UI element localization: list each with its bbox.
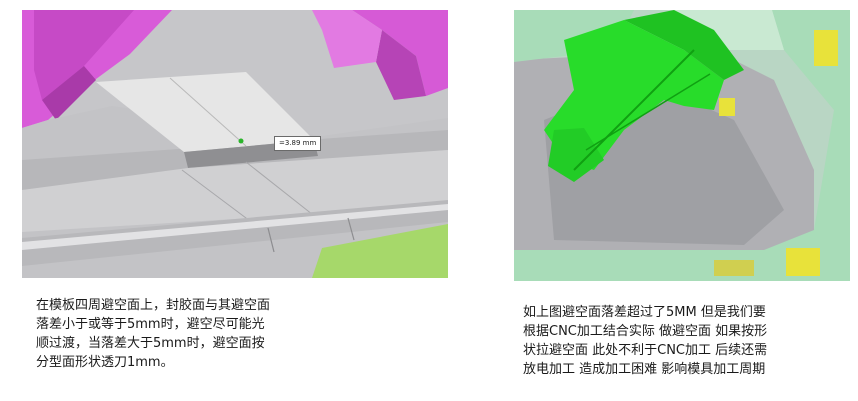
yellow-peg-bottom-left	[714, 260, 754, 276]
yellow-peg-top	[814, 30, 838, 66]
green-part-foot	[548, 128, 604, 182]
raised-block-top	[96, 72, 314, 152]
mint-frame-bottom	[514, 250, 814, 281]
magenta-block-face	[376, 30, 426, 100]
pipe-highlight	[22, 204, 448, 250]
cad-render-right	[514, 10, 850, 281]
caption-left-line: 在模板四周避空面上，封胶面与其避空面	[36, 298, 271, 313]
yellow-peg-center	[719, 98, 735, 116]
green-part-arm	[624, 10, 744, 80]
magenta-wall-shade	[34, 10, 134, 100]
caption-right-line: 放电加工 造成加工困难 影响模具加工周期	[523, 362, 766, 377]
cad-render-left	[22, 10, 448, 278]
measure-point	[238, 138, 244, 144]
green-part-body	[544, 20, 724, 170]
caption-left-line: 分型面形状透刀1mm。	[36, 355, 174, 370]
caption-right-line: 如上图避空面落差超过了5MM 但是我们要	[523, 305, 766, 320]
caption-right-line: 根据CNC加工结合实际 做避空面 如果按形	[523, 324, 768, 339]
caption-right-line: 状拉避空面 此处不利于CNC加工 后续还需	[523, 343, 768, 358]
yellow-peg-bottom	[786, 248, 820, 276]
lime-surface	[312, 224, 448, 278]
caption-left-line: 顺过渡，当落差大于5mm时，避空面按	[36, 336, 265, 351]
magenta-block-right	[352, 10, 448, 96]
cad-viewport-left[interactable]: =3.89 mm	[22, 10, 448, 278]
caption-left-line: 落差小于或等于5mm时，避空尽可能光	[36, 317, 265, 332]
cad-viewport-right[interactable]	[514, 10, 850, 281]
magenta-block-top	[312, 10, 382, 68]
caption-left: 在模板四周避空面上，封胶面与其避空面 落差小于或等于5mm时，避空尽可能光 顺过…	[36, 296, 416, 372]
mint-frame-top	[674, 10, 784, 50]
mint-frame-right	[764, 10, 850, 281]
caption-right: 如上图避空面落差超过了5MM 但是我们要 根据CNC加工结合实际 做避空面 如果…	[523, 303, 853, 379]
measurement-label: =3.89 mm	[274, 136, 322, 151]
magenta-wall-edge	[42, 66, 96, 120]
